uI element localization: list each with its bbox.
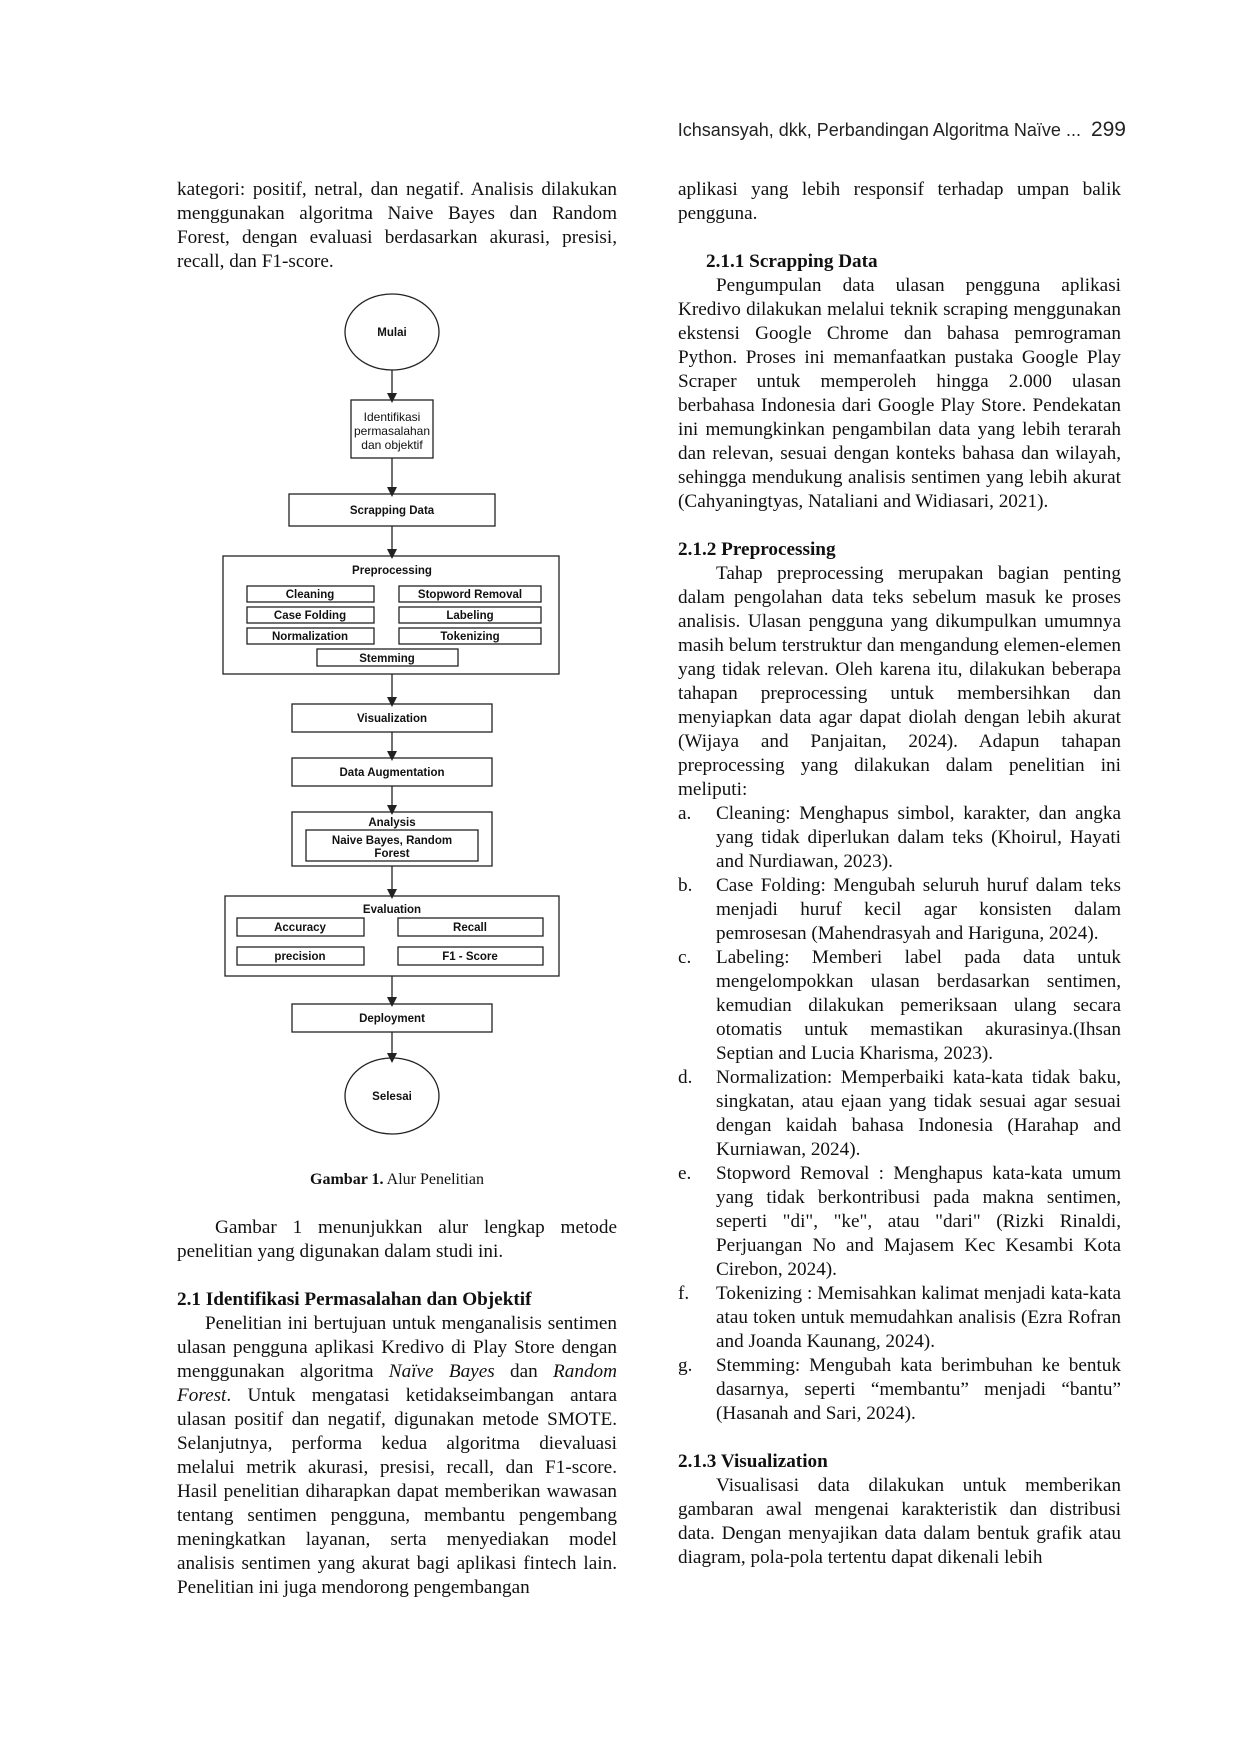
list-item: d.Normalization: Memperbaiki kata-kata t… xyxy=(678,1067,1121,1160)
start-label: Mulai xyxy=(377,327,406,339)
spacer xyxy=(177,1264,617,1288)
term-random-forest: Random Forest xyxy=(177,1361,617,1406)
algorithm-label-2: Forest xyxy=(374,848,409,860)
deployment-box xyxy=(291,1003,493,1033)
right-column: aplikasi yang lebih responsif terhadap u… xyxy=(678,178,1121,1570)
figure-reference-paragraph: Gambar 1 menunjukkan alur lengkap metode… xyxy=(177,1217,617,1262)
running-header: Ichsansyah, dkk, Perbandingan Algoritma … xyxy=(678,118,1126,142)
augmentation-box xyxy=(291,757,493,787)
recall-box xyxy=(397,917,544,937)
casefolding-label: Case Folding xyxy=(274,610,346,622)
scrapping-box xyxy=(288,493,496,527)
identify-label-2: permasalahan xyxy=(354,424,430,438)
intro-paragraph: kategori: positif, netral, dan negatif. … xyxy=(177,179,617,272)
list-item: a.Cleaning: Menghapus simbol, karakter, … xyxy=(678,803,1121,872)
start-terminator xyxy=(344,293,440,371)
research-flowchart: Mulai Identifikasi permasalahan dan obje… xyxy=(177,290,617,1166)
casefolding-box xyxy=(246,606,375,624)
end-label: Selesai xyxy=(372,1091,412,1103)
scrapping-label: Scrapping Data xyxy=(350,505,435,517)
running-title: Ichsansyah, dkk, Perbandingan Algoritma … xyxy=(677,120,1081,140)
tokenizing-label: Tokenizing xyxy=(440,631,499,643)
section-2-1-title: 2.1 Identifikasi Permasalahan dan Objekt… xyxy=(177,1289,532,1310)
algorithm-box xyxy=(305,829,479,862)
tokenizing-box xyxy=(398,627,542,645)
figure-caption: Gambar 1. Alur Penelitian xyxy=(177,1168,617,1192)
analysis-label: Analysis xyxy=(368,817,415,829)
term-naive-bayes: Naïve Bayes xyxy=(388,1361,495,1382)
analysis-box xyxy=(291,811,493,867)
preprocessing-box xyxy=(222,555,560,675)
list-item: b.Case Folding: Mengubah seluruh huruf d… xyxy=(678,875,1121,944)
section-2-1-text-a: Penelitian ini bertujuan untuk menganali… xyxy=(177,1313,617,1382)
caption-label: Gambar 1. xyxy=(310,1171,384,1188)
spacer xyxy=(678,514,1121,538)
section-2-1-1-paragraph: Pengumpulan data ulasan pengguna aplikas… xyxy=(678,275,1121,512)
section-2-1-2-title: 2.1.2 Preprocessing xyxy=(678,539,836,560)
page-number: 299 xyxy=(1090,118,1126,141)
preprocessing-label: Preprocessing xyxy=(352,565,432,577)
visualization-box xyxy=(291,703,493,733)
stopword-box xyxy=(398,585,542,603)
labeling-box xyxy=(398,606,542,624)
left-column: kategori: positif, netral, dan negatif. … xyxy=(177,178,617,1600)
normalization-label: Normalization xyxy=(272,631,348,643)
section-2-1-3-title: 2.1.3 Visualization xyxy=(678,1451,828,1472)
section-2-1-2-paragraph: Tahap preprocessing merupakan bagian pen… xyxy=(678,563,1121,800)
identify-label-1: Identifikasi xyxy=(364,410,421,424)
normalization-box xyxy=(246,627,375,645)
recall-label: Recall xyxy=(453,922,487,934)
spacer xyxy=(678,1426,1121,1450)
identify-box xyxy=(350,399,434,459)
section-2-1-text-b: dan xyxy=(494,1361,554,1382)
evaluation-label: Evaluation xyxy=(363,904,421,916)
f1-label: F1 - Score xyxy=(442,951,498,963)
list-item: g.Stemming: Mengubah kata berimbuhan ke … xyxy=(678,1355,1121,1424)
accuracy-box xyxy=(236,917,365,937)
deployment-label: Deployment xyxy=(359,1013,425,1025)
identify-label-3: dan objektif xyxy=(361,438,423,452)
preprocessing-steps-list: a.Cleaning: Menghapus simbol, karakter, … xyxy=(678,802,1121,1426)
list-item: e.Stopword Removal : Menghapus kata-kata… xyxy=(678,1163,1121,1280)
section-2-1-3-paragraph: Visualisasi data dilakukan untuk memberi… xyxy=(678,1475,1121,1568)
flowchart-svg: Mulai Identifikasi permasalahan dan obje… xyxy=(222,293,560,1135)
algorithm-label-1: Naive Bayes, Random xyxy=(332,835,452,847)
f1-box xyxy=(397,946,544,966)
section-2-1-paragraph: Penelitian ini bertujuan untuk menganali… xyxy=(177,1312,617,1600)
list-item: c.Labeling: Memberi label pada data untu… xyxy=(678,947,1121,1064)
section-2-1-text-c: . Untuk mengatasi ketidakseimbangan anta… xyxy=(177,1385,617,1598)
cleaning-label: Cleaning xyxy=(286,589,335,601)
stopword-label: Stopword Removal xyxy=(418,589,522,601)
precision-box xyxy=(236,946,365,966)
evaluation-box xyxy=(224,895,560,977)
caption-text: Alur Penelitian xyxy=(383,1171,484,1188)
stemming-label: Stemming xyxy=(359,653,415,665)
augmentation-label: Data Augmentation xyxy=(340,767,445,779)
spacer xyxy=(177,1192,617,1216)
accuracy-label: Accuracy xyxy=(274,922,326,934)
visualization-label: Visualization xyxy=(357,713,427,725)
continued-paragraph: aplikasi yang lebih responsif terhadap u… xyxy=(678,179,1121,224)
cleaning-box xyxy=(246,585,375,603)
end-terminator xyxy=(344,1057,440,1135)
spacer xyxy=(678,226,1121,250)
stemming-box xyxy=(316,648,459,667)
list-item: f.Tokenizing : Memisahkan kalimat menjad… xyxy=(678,1283,1121,1352)
section-2-1-1-title: 2.1.1 Scrapping Data xyxy=(706,251,878,272)
precision-label: precision xyxy=(274,951,325,963)
labeling-label: Labeling xyxy=(446,610,493,622)
